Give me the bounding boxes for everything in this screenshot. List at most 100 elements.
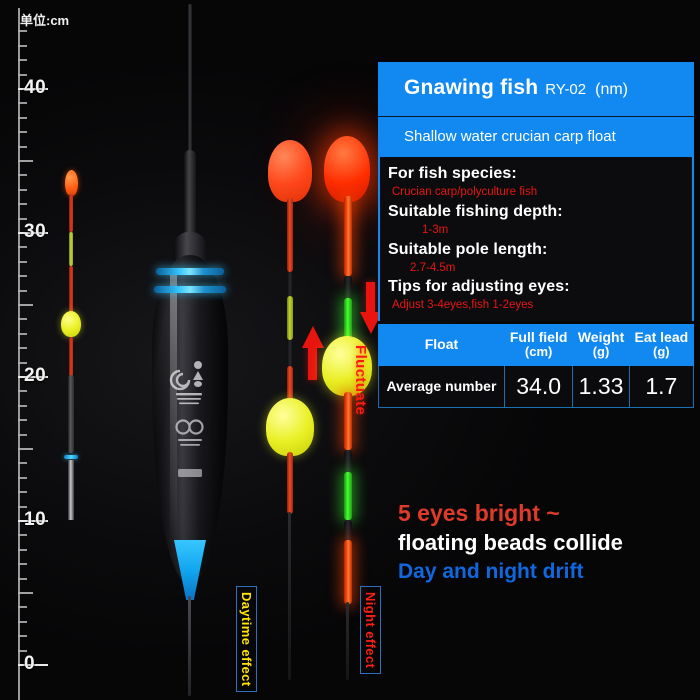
specifications-list: For fish species:Crucian carp/polycultur… bbox=[378, 157, 694, 322]
daytime-float-tip bbox=[268, 140, 312, 202]
daytime-segment-red-3 bbox=[287, 452, 293, 514]
reference-float bbox=[56, 170, 82, 520]
ruler-tick-label: 0 bbox=[24, 653, 36, 674]
ruler-tick bbox=[18, 376, 48, 378]
ruler-tick bbox=[18, 491, 27, 494]
main-float-antenna-lower bbox=[184, 150, 196, 240]
night-float-tip bbox=[324, 136, 370, 202]
daytime-arrow-stem bbox=[308, 346, 317, 380]
daytime-segment-green bbox=[287, 296, 293, 340]
ruler-tick bbox=[18, 275, 27, 278]
table-header-weight: Weight (g) bbox=[572, 324, 630, 367]
product-unit: (nm) bbox=[595, 81, 629, 98]
ruler-tick bbox=[18, 635, 27, 638]
night-arrow-stem bbox=[366, 282, 375, 314]
ruler-tick bbox=[18, 419, 27, 422]
ruler-tick bbox=[18, 59, 27, 62]
ruler-tick bbox=[18, 145, 27, 148]
main-float bbox=[130, 0, 250, 700]
ruler-tick bbox=[18, 577, 27, 580]
ruler-tick bbox=[18, 433, 27, 436]
night-float-bead bbox=[322, 336, 372, 396]
night-segment-black-3 bbox=[344, 520, 352, 540]
table-cell-row-label: Average number bbox=[378, 365, 505, 409]
ruler-tick bbox=[18, 131, 27, 134]
ruler-tick bbox=[18, 520, 48, 522]
ruler-tick bbox=[18, 390, 27, 393]
night-segment-black-2 bbox=[344, 450, 352, 472]
table-cell-full-field: 34.0 bbox=[503, 365, 574, 409]
night-float-line bbox=[346, 602, 349, 680]
product-model: RY-02 bbox=[545, 81, 587, 98]
night-segment-red-1 bbox=[344, 196, 352, 276]
reference-float-bead bbox=[61, 311, 81, 337]
ruler-tick bbox=[18, 505, 27, 508]
ruler-tick bbox=[18, 548, 27, 551]
specs-table: Float Full field (cm) Weight (g) Eat lea… bbox=[378, 324, 695, 409]
ruler-tick bbox=[18, 534, 27, 537]
night-segment-red-3 bbox=[344, 540, 352, 604]
ruler-tick bbox=[18, 462, 27, 465]
ruler-tick bbox=[18, 174, 27, 177]
ruler-tick bbox=[18, 217, 27, 220]
table-header-full-field: Full field (cm) bbox=[503, 324, 574, 367]
ruler-tick bbox=[18, 88, 48, 90]
callout-daytime-effect: Daytime effect bbox=[236, 586, 257, 693]
daytime-float-bead bbox=[266, 398, 314, 456]
ruler-tick bbox=[18, 102, 27, 105]
daytime-arrow-up-icon bbox=[302, 326, 324, 348]
reference-float-tip bbox=[65, 170, 78, 196]
ruler-tick bbox=[18, 620, 27, 623]
ruler-tick-label: 30 bbox=[24, 221, 47, 242]
ruler-tick bbox=[18, 332, 27, 335]
reference-float-segment-red-3 bbox=[69, 337, 73, 377]
ruler-tick bbox=[18, 73, 27, 76]
table-header-float: Float bbox=[378, 324, 505, 367]
ruler-tick bbox=[18, 448, 33, 450]
ruler-tick bbox=[18, 592, 33, 594]
ruler-unit-label: 单位:cm bbox=[20, 13, 70, 28]
night-float bbox=[316, 136, 382, 681]
reference-float-segment-red-1 bbox=[69, 194, 73, 232]
reference-float-segment-red-2 bbox=[69, 266, 73, 314]
ruler-tick bbox=[18, 361, 27, 364]
ruler-tick bbox=[18, 203, 27, 206]
main-float-stripe-1 bbox=[156, 268, 224, 275]
tagline-line-3: Day and night drift bbox=[398, 559, 584, 583]
ruler-tick bbox=[18, 44, 27, 47]
table-header-row: Float Full field (cm) Weight (g) Eat lea… bbox=[378, 324, 695, 367]
main-float-highlight bbox=[170, 270, 177, 550]
ruler-tick-label: 40 bbox=[24, 77, 47, 98]
spec-answer: Crucian carp/polyculture fish bbox=[392, 186, 538, 199]
daytime-float bbox=[262, 140, 324, 680]
daytime-segment-red-2 bbox=[287, 366, 293, 410]
brand-logo-icon bbox=[169, 361, 204, 477]
ruler-tick bbox=[18, 664, 48, 666]
daytime-segment-red-1 bbox=[287, 198, 293, 272]
spec-answer: Adjust 3-4eyes,fish 1-2eyes bbox=[392, 299, 534, 312]
marketing-tagline: 5 eyes bright ~ floating beads collide D… bbox=[398, 500, 698, 584]
main-float-antenna-upper bbox=[188, 4, 192, 154]
daytime-float-line bbox=[288, 512, 291, 680]
main-float-tail-line bbox=[188, 596, 191, 696]
tagline-line-1: 5 eyes bright ~ bbox=[398, 500, 560, 526]
callout-fluctuate: Fluctuate bbox=[352, 345, 369, 416]
ruler-tick bbox=[18, 476, 27, 479]
ruler-tick bbox=[18, 606, 27, 609]
ruler-tick-label: 10 bbox=[24, 509, 47, 530]
ruler-tick bbox=[18, 289, 27, 292]
night-arrow-down-icon bbox=[360, 312, 382, 334]
main-float-stripe-2 bbox=[154, 286, 226, 293]
ruler-tick bbox=[18, 304, 33, 306]
tagline-line-2: floating beads collide bbox=[398, 529, 623, 555]
daytime-segment-black-1 bbox=[287, 272, 293, 296]
ruler-tick bbox=[18, 563, 27, 566]
ruler-tick bbox=[18, 404, 27, 407]
daytime-segment-black-2 bbox=[287, 340, 293, 366]
ruler-tick-label: 20 bbox=[24, 365, 47, 386]
ruler-tick bbox=[18, 318, 27, 321]
ruler-tick bbox=[18, 347, 27, 350]
spec-answer: 2.7-4.5m bbox=[410, 261, 456, 274]
